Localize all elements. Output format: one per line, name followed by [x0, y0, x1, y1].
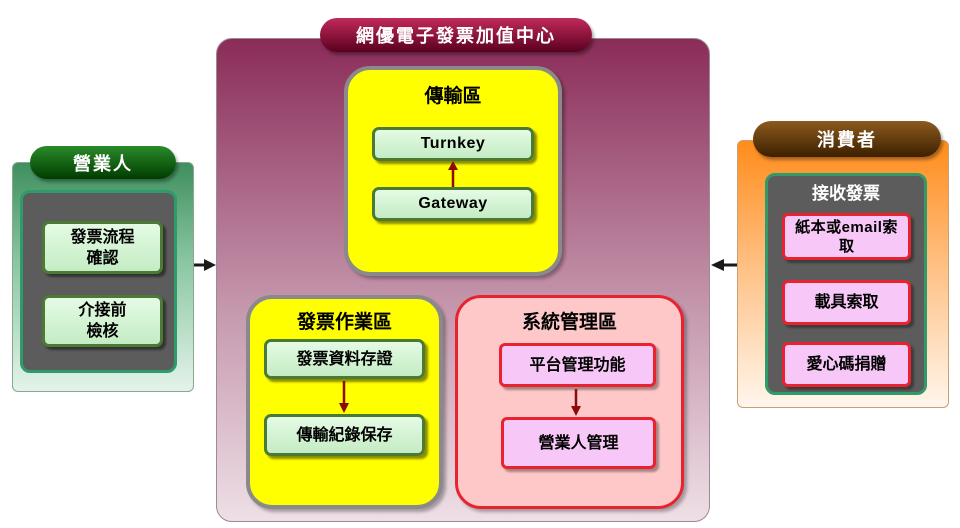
- system-mgmt-zone-title: 系統管理區: [521, 310, 617, 333]
- receive-invoice-title: 接收發票: [812, 183, 880, 204]
- transport-zone-title: 傳輸區: [424, 84, 482, 107]
- carrier-option: 載具索取: [782, 280, 911, 325]
- turnkey-box: Turnkey: [372, 127, 534, 161]
- paper-email-option: 紙本或email索 取: [782, 213, 911, 260]
- love-code-option: 愛心碼捐贈: [782, 342, 911, 387]
- flow-confirm-line1: 發票流程: [70, 226, 135, 246]
- merchant-mgmt-box: 營業人管理: [501, 417, 656, 469]
- center-title: 網優電子發票加值中心: [320, 18, 592, 52]
- transmission-log-box: 傳輸紀錄保存: [264, 414, 425, 456]
- paper-email-line1: 紙本或email索: [795, 218, 898, 236]
- invoice-ops-zone-title: 發票作業區: [296, 310, 392, 333]
- system-mgmt-zone: [455, 295, 684, 509]
- merchant-to-center-arrow: [194, 259, 216, 271]
- pre-integration-check-box: 介接前 檢核: [42, 295, 163, 347]
- flow-confirm-box: 發票流程 確認: [42, 221, 163, 274]
- pre-check-line2: 檢核: [86, 321, 119, 340]
- invoice-storage-box: 發票資料存證: [264, 339, 425, 379]
- merchant-title: 營業人: [30, 146, 176, 179]
- platform-mgmt-box: 平台管理功能: [499, 343, 656, 387]
- paper-email-line2: 取: [838, 236, 854, 255]
- flow-confirm-line2: 確認: [86, 247, 119, 267]
- gateway-box: Gateway: [372, 187, 534, 221]
- consumer-to-center-arrow: [711, 259, 737, 271]
- pre-check-line1: 介接前: [78, 300, 127, 320]
- consumer-title: 消費者: [753, 121, 941, 157]
